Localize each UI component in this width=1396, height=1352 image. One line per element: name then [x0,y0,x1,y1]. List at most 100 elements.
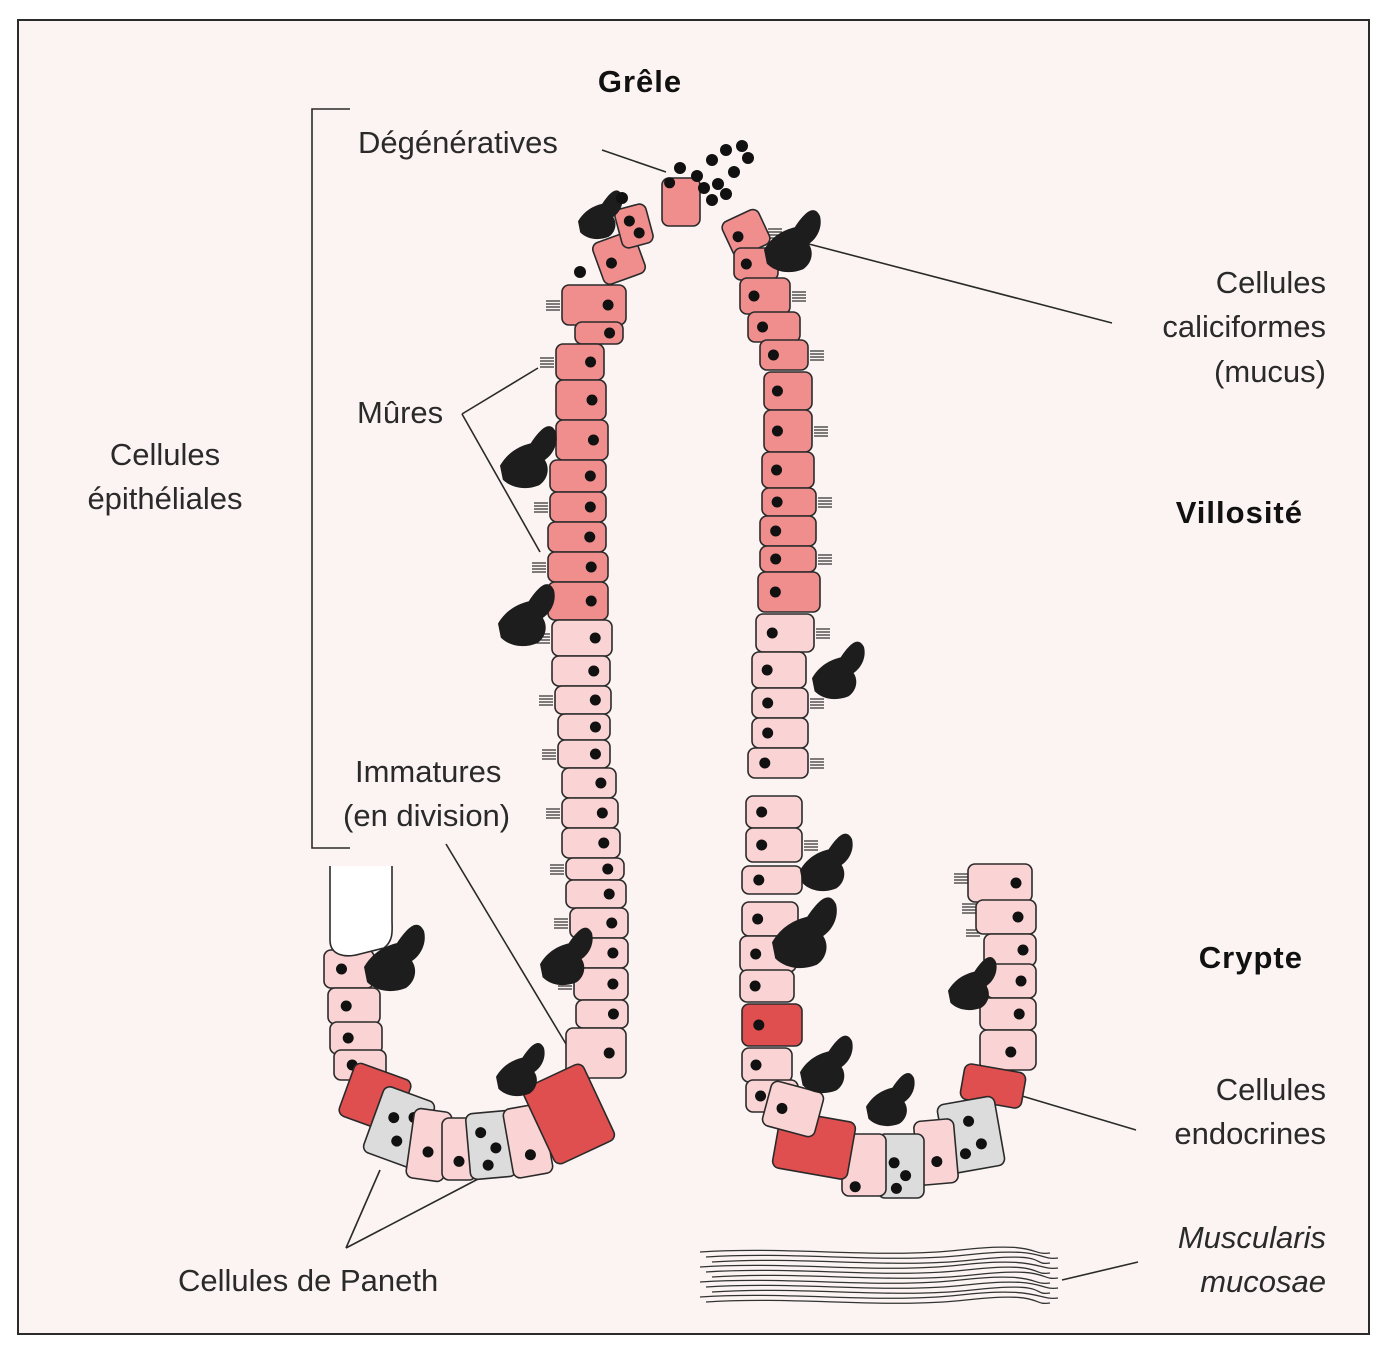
cell-body [614,203,654,249]
nucleus-icon [598,837,610,849]
nucleus-icon [595,777,607,789]
leader-degeneratives [601,149,667,173]
nucleus-icon [1017,944,1029,956]
cell-body [967,863,1033,903]
goblet-cells [364,190,997,1127]
muscle-fiber [711,1286,1051,1295]
cell-body [755,613,815,653]
cell-body [745,795,803,829]
cell-body [763,371,813,411]
nucleus-icon [584,470,596,482]
muscle-fiber [705,1266,1051,1275]
goblet-cell-icon [498,584,555,647]
nucleus-icon [1013,1008,1025,1020]
cell-body [557,739,611,769]
nucleus-icon [585,356,597,368]
microvilli-icon [962,903,976,914]
nucleus-icon [766,627,778,639]
label-cellules-epitheliales-2: épithéliales [87,481,243,516]
nucleus-icon [759,757,771,769]
villus-right-cell [747,311,801,343]
microvilli-icon [792,291,806,302]
debris-icon [712,178,724,190]
nucleus-icon [589,721,601,733]
debris-icon [674,162,686,174]
microvilli-icon [810,350,824,361]
microvilli-icon [534,502,548,513]
nucleus-icon [607,978,619,990]
title-grele: Grêle [597,64,683,99]
debris-icon [574,266,586,278]
debris-icon [742,152,754,164]
leader-muscularis [1061,1261,1139,1281]
crypt-cell [327,987,381,1025]
leader-mures-2 [461,413,541,553]
muscle-fiber [699,1246,1051,1255]
cell-body [979,997,1037,1031]
label-endocrines-2: endocrines [1174,1116,1326,1151]
villus-left-cell [547,551,609,583]
label-muscularis-2: mucosae [1200,1264,1326,1299]
villus-left-cell [565,879,627,909]
cell-body [549,491,607,523]
nucleus-icon [482,1159,494,1171]
nucleus-icon [490,1142,502,1154]
cell-body [741,1003,803,1047]
nucleus-icon [1012,911,1024,923]
villus-left-cell [557,739,611,769]
cell-body [551,655,611,687]
endocrine-cell [522,1063,616,1165]
crypt-cell [967,863,1033,903]
microvilli-icon [554,918,568,929]
nucleus-icon [340,1000,352,1012]
villus-right-cell [745,795,803,829]
cell-body [555,343,605,381]
lamina-propria-outline [329,866,393,957]
microvilli-icon [818,554,832,565]
goblet-cell-icon [866,1073,915,1127]
microvilli-icon [804,840,818,851]
nucleus-icon [596,807,608,819]
paneth-cell [464,1109,518,1181]
cell-body [759,339,809,371]
muscle-fiber [699,1261,1059,1270]
crypt-cell [983,933,1037,967]
cell-body [555,419,609,461]
cell-body [557,713,611,741]
villus-right-cell [761,487,817,517]
nucleus-icon [752,913,764,925]
bracket-epitheliales [311,108,350,849]
goblet-cell-icon [364,924,425,992]
cell-body [555,379,607,421]
nucleus-icon [849,1181,861,1193]
cell-body [549,459,607,493]
microvilli-icon [539,695,553,706]
label-paneth: Cellules de Paneth [178,1263,439,1298]
nucleus-icon [603,1047,615,1059]
nucleus-icon [585,561,597,573]
nucleus-icon [750,948,762,960]
leader-paneth-2 [345,1177,481,1249]
nucleus-icon [584,501,596,513]
cell-body [751,651,807,689]
nucleus-icon [605,257,617,269]
muscle-fiber [699,1291,1059,1300]
label-muscularis-1: Muscularis [1177,1220,1326,1255]
debris-icon [720,188,732,200]
nucleus-icon [975,1138,987,1150]
nucleus-icon [1005,1046,1017,1058]
debris-icon [728,166,740,178]
nucleus-icon [585,595,597,607]
cell-body [561,827,621,859]
label-endocrines-1: Cellules [1215,1072,1326,1107]
cell-body [574,321,624,345]
nucleus-icon [770,525,782,537]
cell-body [761,487,817,517]
cell-body [551,619,613,657]
label-caliciformes-2: caliciformes [1162,309,1326,344]
label-immatures: Immatures [355,754,502,789]
nucleus-icon [602,863,614,875]
nucleus-icon [762,727,774,739]
nucleus-icon [769,586,781,598]
cell-body [975,899,1037,935]
